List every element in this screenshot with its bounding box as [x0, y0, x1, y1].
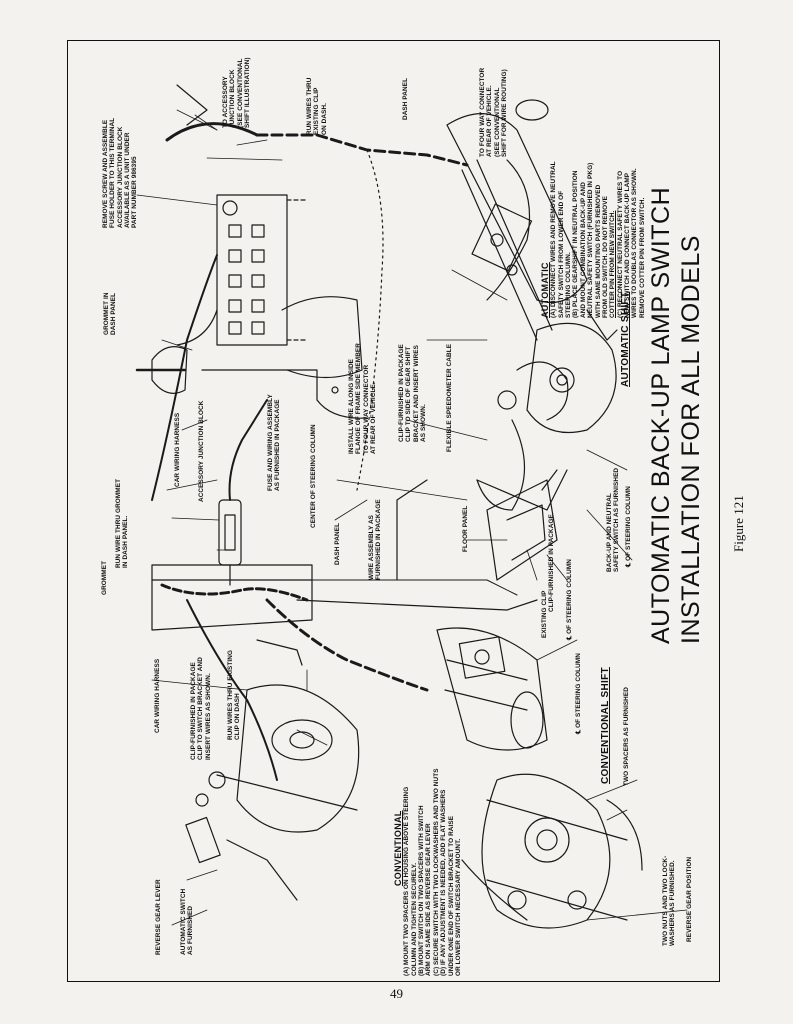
label-dash-panel-top: DASH PANEL	[402, 77, 409, 120]
label-existing-clip: EXISTING CLIP	[541, 590, 548, 638]
title-line-1: AUTOMATIC BACK-UP LAMP SWITCH	[647, 186, 675, 644]
label-two-spacers: TWO SPACERS AS FURNISHED	[623, 687, 630, 786]
label-clip-package: CLIP-FURNISHED IN PACKAGE	[548, 514, 555, 612]
label-accessory-junction-block: ACCESSORY JUNCTION BLOCK	[198, 400, 205, 502]
conventional-heading: CONVENTIONAL	[393, 810, 403, 886]
figure-border	[67, 40, 720, 982]
floor-panel	[486, 469, 558, 581]
label-cl-steering-column-mid: ℄ OF STEERING COLUMN	[566, 558, 573, 640]
automatic-shift-switch	[476, 309, 618, 511]
label-car-wiring-harness-left: CAR WIRING HARNESS	[154, 658, 161, 733]
automatic-heading: AUTOMATIC	[540, 262, 550, 318]
conventional-instructions: CONVENTIONAL (A) MOUNT TWO SPACERS ON HO…	[393, 768, 462, 976]
label-dash-panel-mid: DASH PANEL	[334, 522, 341, 565]
steering-column-upper	[446, 99, 588, 341]
conventional-switch-assembly	[185, 684, 360, 901]
label-reverse-gear-position: REVERSE GEAR POSITION	[686, 856, 693, 942]
figure-label: Figure 121	[731, 495, 746, 552]
page-number: 49	[390, 986, 403, 1001]
junction-block	[216, 194, 308, 346]
label-flexible-speedometer: FLEXIBLE SPEEDOMETER CABLE	[446, 343, 453, 452]
dash-panel-section	[151, 479, 538, 631]
label-two-nuts: TWO NUTS AND TWO LOCK-WASHERS AS FURNISH…	[662, 855, 677, 946]
steering-column-lower	[436, 627, 548, 751]
wire-harness-lower	[186, 598, 429, 781]
dash-panel-outline	[201, 296, 368, 419]
title-line-2: INSTALLATION FOR ALL MODELS	[677, 235, 705, 644]
diagram-artwork	[135, 84, 688, 929]
label-cl-steering-column-auto: ℄ OF STEERING COLUMN	[625, 485, 632, 567]
grommet-dash-upper	[135, 309, 218, 394]
label-floor-panel: FLOOR PANEL	[462, 505, 469, 552]
label-car-wiring-harness-top: CAR WIRING HARNESS	[174, 412, 181, 487]
diagram-title: AUTOMATIC BACK-UP LAMP SWITCH INSTALLATI…	[646, 187, 706, 644]
label-cl-steering-column-conv: ℄ OF STEERING COLUMN	[575, 652, 582, 734]
label-reverse-gear-lever: REVERSE GEAR LEVER	[155, 879, 162, 955]
conventional-shift-heading: CONVENTIONAL SHIFT	[600, 667, 611, 784]
label-center-steering: CENTER OF STEERING COLUMN	[310, 424, 317, 528]
leader-lines	[136, 109, 688, 926]
label-grommet: GROMMET	[101, 560, 108, 595]
automatic-shift-heading: AUTOMATIC SHIFT	[620, 291, 631, 387]
